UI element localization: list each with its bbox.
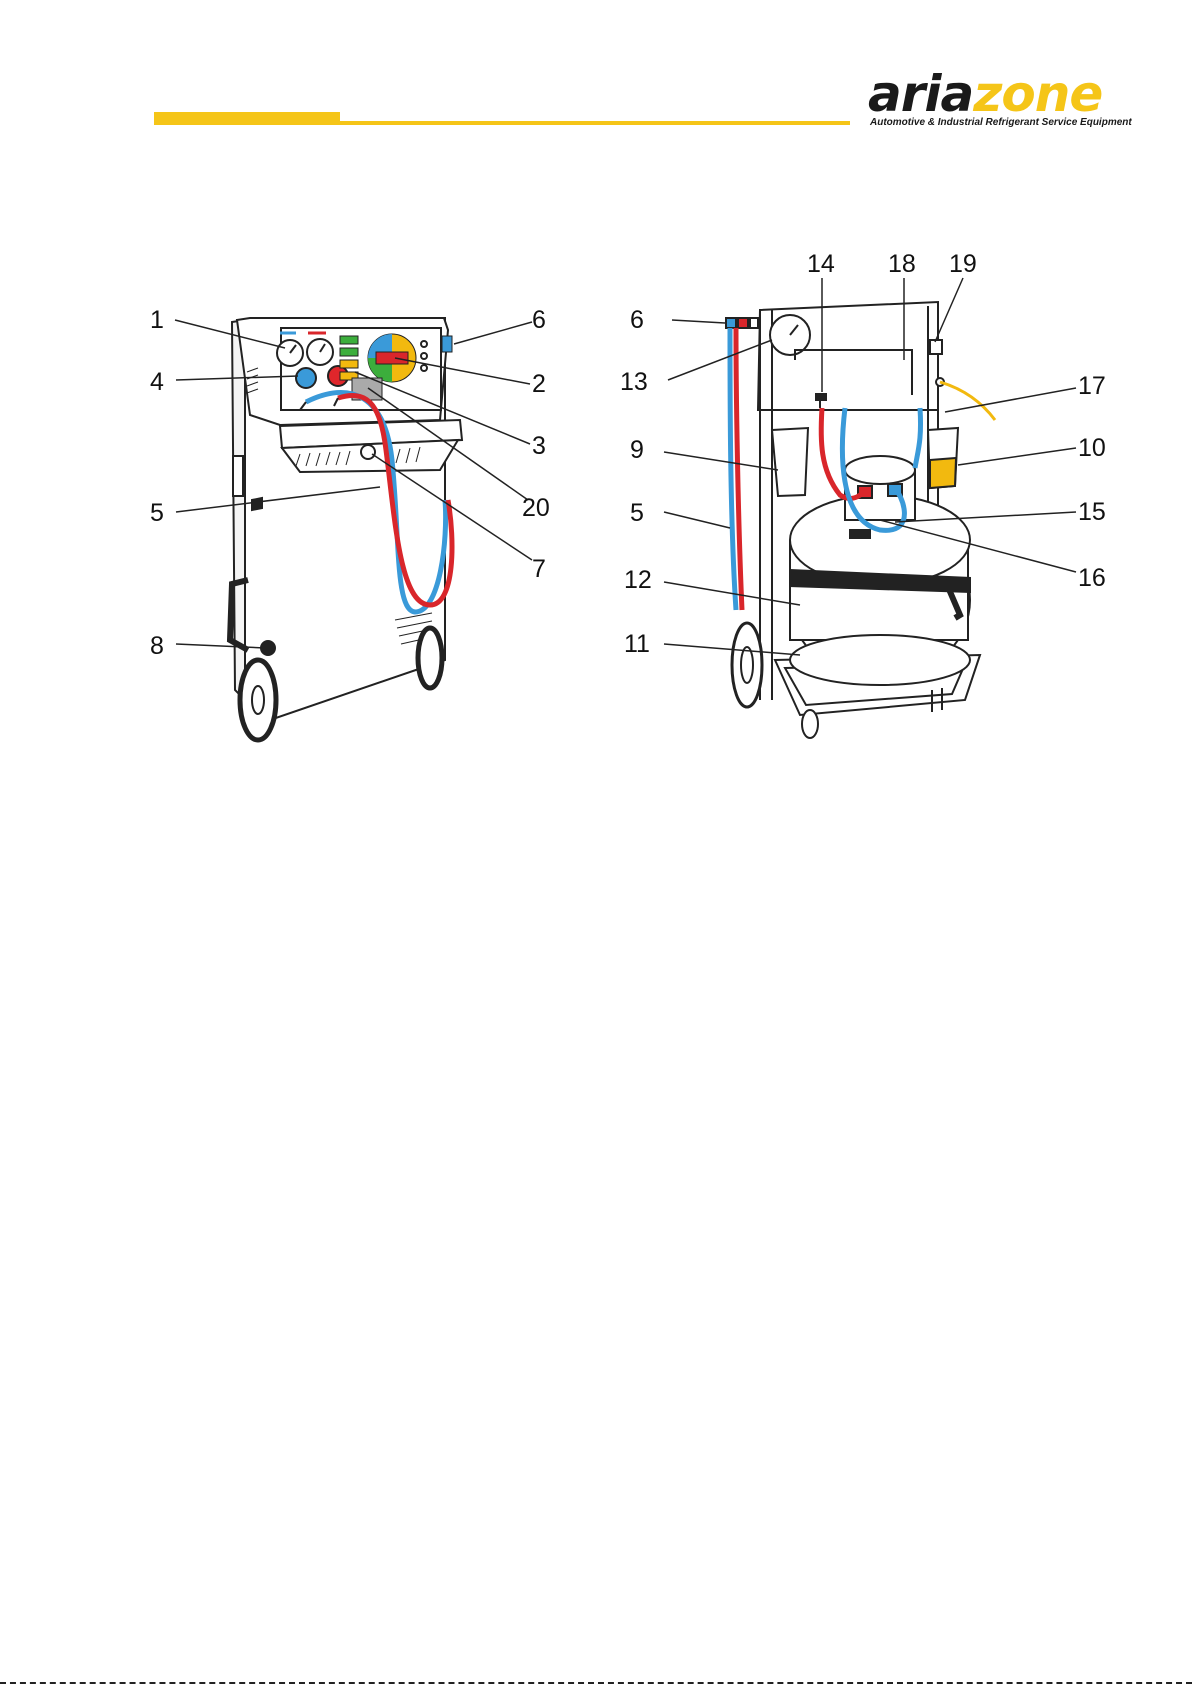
equipment-diagram: 1 4 5 8 6 2 3 20 7 6 13 9 5 12 11 14 18 … bbox=[0, 0, 1192, 780]
callout-6: 6 bbox=[532, 306, 546, 334]
callout-14: 14 bbox=[807, 250, 835, 278]
callout-12: 12 bbox=[624, 566, 652, 594]
front-view-machine bbox=[230, 318, 462, 740]
callout-7: 7 bbox=[532, 555, 546, 583]
callout-8: 8 bbox=[150, 632, 164, 660]
callout-16: 16 bbox=[1078, 564, 1106, 592]
callout-10: 10 bbox=[1078, 434, 1106, 462]
callout-4: 4 bbox=[150, 368, 164, 396]
callout-1: 1 bbox=[150, 306, 164, 334]
callout-18: 18 bbox=[888, 250, 916, 278]
callout-15: 15 bbox=[1078, 498, 1106, 526]
callout-17: 17 bbox=[1078, 372, 1106, 400]
callout-19: 19 bbox=[949, 250, 977, 278]
callout-11: 11 bbox=[624, 630, 650, 658]
callout-13: 13 bbox=[620, 368, 648, 396]
callout-3: 3 bbox=[532, 432, 546, 460]
page-bottom-edge bbox=[0, 1682, 1192, 1684]
callout-6: 6 bbox=[630, 306, 644, 334]
callout-20: 20 bbox=[522, 494, 550, 522]
callout-2: 2 bbox=[532, 370, 546, 398]
callout-5: 5 bbox=[150, 499, 164, 527]
callout-5: 5 bbox=[630, 499, 644, 527]
callout-9: 9 bbox=[630, 436, 644, 464]
